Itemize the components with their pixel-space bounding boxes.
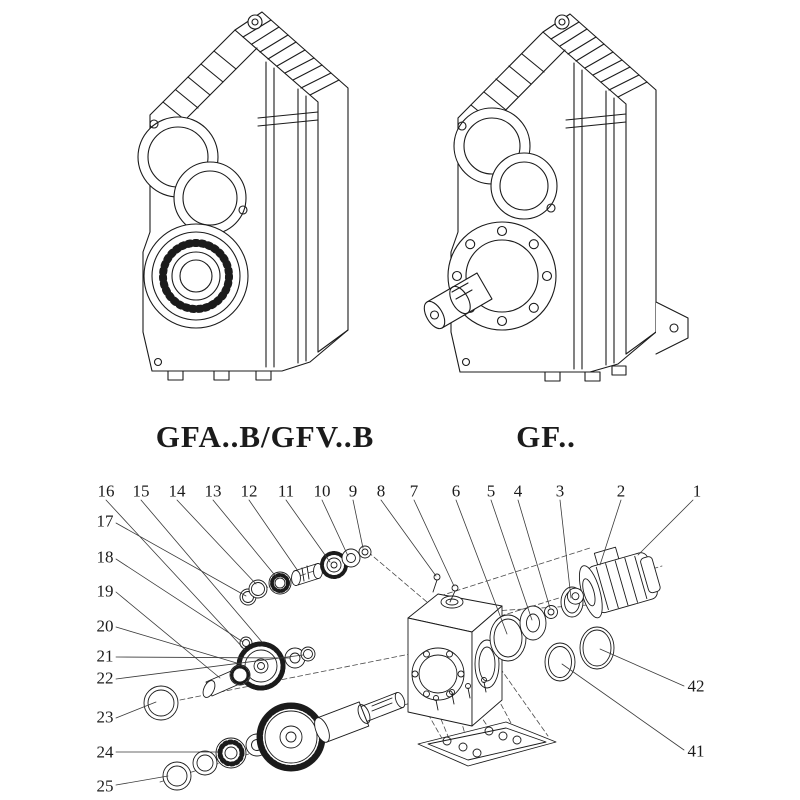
callout-number-4: 4 (513, 481, 523, 501)
callout-number-21: 21 (96, 646, 114, 666)
callout-number-24: 24 (96, 742, 114, 762)
callout-number-15: 15 (132, 481, 150, 501)
input-side-rings (489, 586, 615, 682)
callout-leader-lines (105, 499, 694, 786)
callout-number-17: 17 (96, 511, 114, 531)
callout-number-1: 1 (692, 481, 702, 501)
callout-number-41: 41 (687, 741, 705, 761)
callout-number-20: 20 (96, 616, 114, 636)
countershaft-parts (239, 545, 372, 606)
cover-screws (432, 573, 459, 603)
callout-number-16: 16 (97, 481, 115, 501)
callout-number-22: 22 (96, 668, 114, 688)
callout-number-9: 9 (348, 481, 358, 501)
callout-number-13: 13 (204, 481, 222, 501)
output-shaft-parts (143, 685, 406, 791)
input-motor-unit (566, 546, 661, 619)
callout-number-10: 10 (313, 481, 331, 501)
callout-number-19: 19 (96, 581, 114, 601)
mounting-plate (417, 677, 557, 767)
gear-housing (407, 593, 503, 727)
model-label-gfab-gfvb: GFA..B/GFV..B (155, 419, 375, 454)
model-label-gf: GF.. (516, 419, 576, 454)
callout-number-2: 2 (616, 481, 626, 501)
callout-number-8: 8 (376, 481, 386, 501)
callout-number-12: 12 (240, 481, 258, 501)
callout-number-11: 11 (277, 481, 295, 501)
intermediate-gear-parts (202, 636, 316, 698)
callout-number-6: 6 (451, 481, 461, 501)
callout-number-23: 23 (96, 707, 114, 727)
callout-number-18: 18 (96, 547, 114, 567)
callout-number-7: 7 (409, 481, 419, 501)
callout-number-14: 14 (168, 481, 186, 501)
gearbox-right-drawing (423, 13, 689, 382)
gearbox-left-drawing (137, 11, 349, 381)
callout-number-3: 3 (555, 481, 565, 501)
callout-number-42: 42 (687, 676, 705, 696)
callout-number-25: 25 (96, 776, 114, 796)
callout-number-5: 5 (486, 481, 496, 501)
exploded-view-drawing (105, 499, 694, 791)
